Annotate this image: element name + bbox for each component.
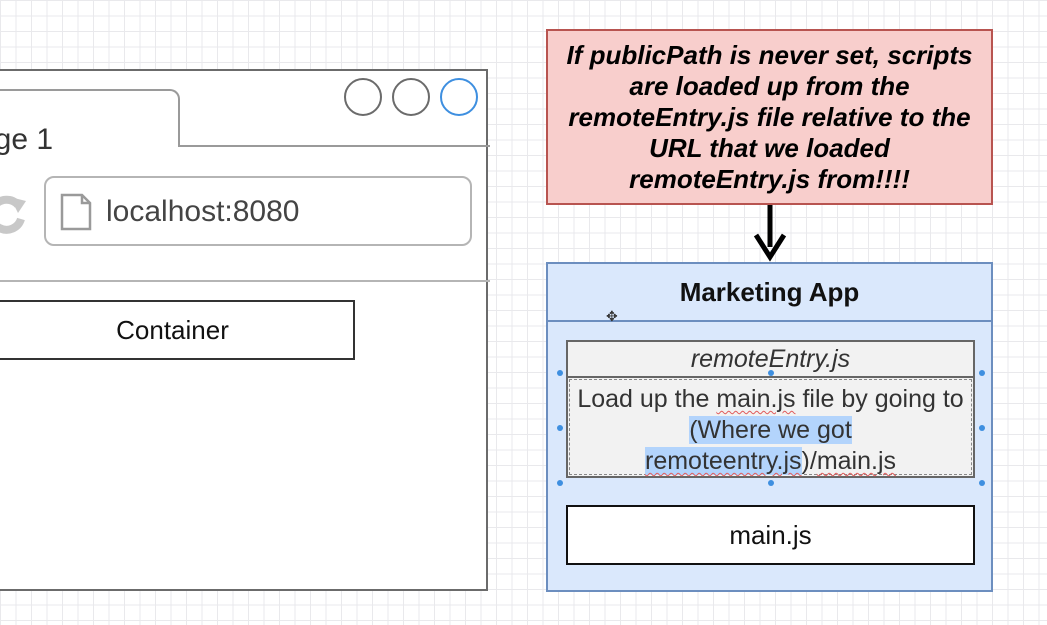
main-js-box[interactable]: main.js — [566, 505, 975, 565]
container-box[interactable]: Container — [0, 300, 355, 360]
note-text: If publicPath is never set, scripts are … — [566, 39, 973, 194]
url-bar[interactable]: localhost:8080 — [44, 176, 472, 246]
window-button-1[interactable] — [344, 78, 382, 116]
desc-main-js: main.js — [716, 385, 796, 413]
selection-handle[interactable] — [768, 370, 774, 376]
remote-entry-title: remoteEntry.js — [568, 342, 973, 378]
page-icon — [60, 193, 92, 231]
desc-part-3: )/ — [801, 447, 817, 475]
main-js-label: main.js — [729, 519, 812, 550]
window-button-2[interactable] — [392, 78, 430, 116]
tab-label: age 1 — [0, 123, 54, 156]
marketing-app-header: Marketing App — [548, 264, 991, 322]
selection-handle[interactable] — [979, 425, 985, 431]
window-button-3[interactable] — [440, 78, 478, 116]
desc-main-js-2: main.js — [816, 447, 896, 475]
selection-handle[interactable] — [557, 480, 563, 486]
desc-highlight-2: remoteentry.js — [645, 447, 802, 475]
browser-tab[interactable]: age 1 — [0, 89, 180, 156]
marketing-app-box[interactable]: Marketing App ✥ remoteEntry.js Load up t… — [546, 262, 993, 592]
public-path-note[interactable]: If publicPath is never set, scripts are … — [546, 29, 993, 205]
selection-handle[interactable] — [979, 370, 985, 376]
tab-bar-line — [178, 145, 490, 147]
selection-handle[interactable] — [979, 480, 985, 486]
selection-handle[interactable] — [768, 480, 774, 486]
container-label: Container — [116, 314, 229, 345]
selection-handle[interactable] — [557, 370, 563, 376]
remote-entry-box[interactable]: remoteEntry.js Load up the main.js file … — [566, 340, 975, 478]
browser-window: age 1 localhost:8080 Container — [0, 69, 490, 591]
reload-icon[interactable] — [0, 193, 28, 237]
selection-handle[interactable] — [557, 425, 563, 431]
move-cursor-icon: ✥ — [606, 308, 618, 324]
desc-part-1: Load up the — [577, 385, 717, 413]
toolbar-divider — [0, 280, 490, 282]
desc-highlight-1: (Where we got — [689, 416, 852, 444]
desc-part-2: file by going to — [795, 385, 964, 413]
marketing-app-title: Marketing App — [679, 276, 860, 307]
url-text: localhost:8080 — [106, 195, 300, 228]
down-arrow-connector[interactable] — [750, 205, 790, 265]
remote-entry-description[interactable]: Load up the main.js file by going to (Wh… — [569, 379, 972, 475]
